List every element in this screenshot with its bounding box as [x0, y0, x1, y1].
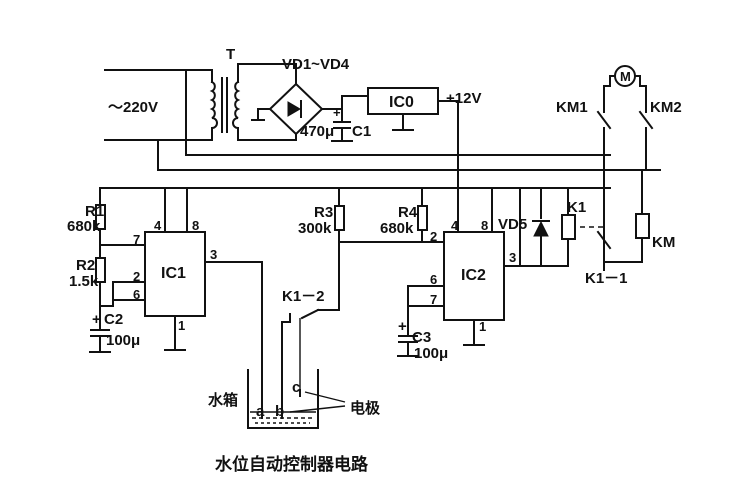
svg-text:+: +: [398, 318, 407, 335]
r3-resistor: [317, 187, 423, 311]
supply-label: +12V: [446, 90, 481, 107]
svg-text:8: 8: [481, 218, 488, 233]
svg-text:4: 4: [154, 218, 162, 233]
c1-label: C1: [352, 123, 371, 140]
svg-text:2: 2: [133, 269, 140, 284]
r4-label: R4: [398, 204, 418, 221]
vd5-diode: [532, 187, 550, 267]
vd5-label: VD5: [498, 216, 527, 233]
c3-capacitor: [397, 335, 419, 357]
svg-text:4: 4: [451, 218, 459, 233]
transformer-label: T: [226, 46, 235, 63]
r1-label: R1: [85, 203, 104, 220]
power-rails: [99, 69, 661, 189]
r1-resistor: [95, 187, 106, 259]
ic1-wires: [99, 187, 263, 413]
bridge-label: VD1~VD4: [282, 56, 350, 73]
c2-value: 100μ: [106, 332, 140, 349]
ic1-label: IC1: [161, 265, 186, 282]
capacitor-c1: [331, 95, 369, 142]
svg-text:6: 6: [133, 287, 140, 302]
c1-value: 470μ: [300, 123, 334, 140]
km-coil-label: KM: [652, 234, 675, 251]
tank-label: 水箱: [208, 391, 238, 409]
ic0-wires: [392, 100, 459, 131]
r2-label: R2: [76, 257, 95, 274]
svg-text:+: +: [333, 105, 341, 120]
k1-1-label: K1－1: [585, 270, 628, 287]
svg-text:+: +: [92, 311, 101, 328]
motor-m: [603, 65, 647, 99]
ic2-label: IC2: [461, 267, 486, 284]
km2-label: KM2: [650, 99, 682, 116]
r4-resistor: [417, 187, 445, 243]
svg-text:7: 7: [133, 232, 140, 247]
svg-text:2: 2: [430, 229, 437, 244]
svg-text:7: 7: [430, 292, 437, 307]
transformer-t: [209, 69, 241, 141]
km1-label: KM1: [556, 99, 588, 116]
r2-value: 1.5k: [69, 273, 99, 290]
diagram-title: 水位自动控制器电路: [215, 454, 369, 475]
mains-label: ～220V: [108, 99, 158, 116]
r4-value: 680k: [380, 220, 414, 237]
svg-text:3: 3: [210, 247, 217, 262]
electrode-b-label: b: [275, 403, 284, 420]
c3-value: 100μ: [414, 345, 448, 362]
c2-capacitor: [89, 329, 111, 353]
svg-text:6: 6: [430, 272, 437, 287]
ic1-box: [144, 231, 206, 317]
ic0-label: IC0: [389, 94, 414, 111]
ic2-box: [443, 231, 505, 321]
k1-2-switch: [281, 308, 320, 413]
electrodes-label: 电极: [350, 399, 381, 417]
r3-label: R3: [314, 204, 333, 221]
bridge-rectifier: [251, 82, 343, 136]
r1-value: 680k: [67, 218, 101, 235]
k1-2-label: K1－2: [282, 288, 325, 305]
ic2-wires: [407, 187, 569, 346]
svg-text:1: 1: [178, 318, 185, 333]
svg-text:3: 3: [509, 250, 516, 265]
r3-value: 300k: [298, 220, 332, 237]
km-coil: [635, 213, 650, 239]
electrodes: [261, 389, 346, 419]
k1-relay-coil: [561, 187, 576, 267]
c2-label: C2: [104, 311, 123, 328]
c3-label: C3: [412, 329, 431, 346]
svg-text:8: 8: [192, 218, 199, 233]
secondary-wires: [237, 63, 297, 141]
electrode-a-label: a: [256, 403, 265, 420]
k1-1-switch: [596, 217, 643, 263]
motor-label: M: [620, 69, 631, 84]
svg-text:1: 1: [479, 319, 486, 334]
k1-label: K1: [567, 199, 586, 216]
electrode-c-label: c: [292, 379, 300, 396]
